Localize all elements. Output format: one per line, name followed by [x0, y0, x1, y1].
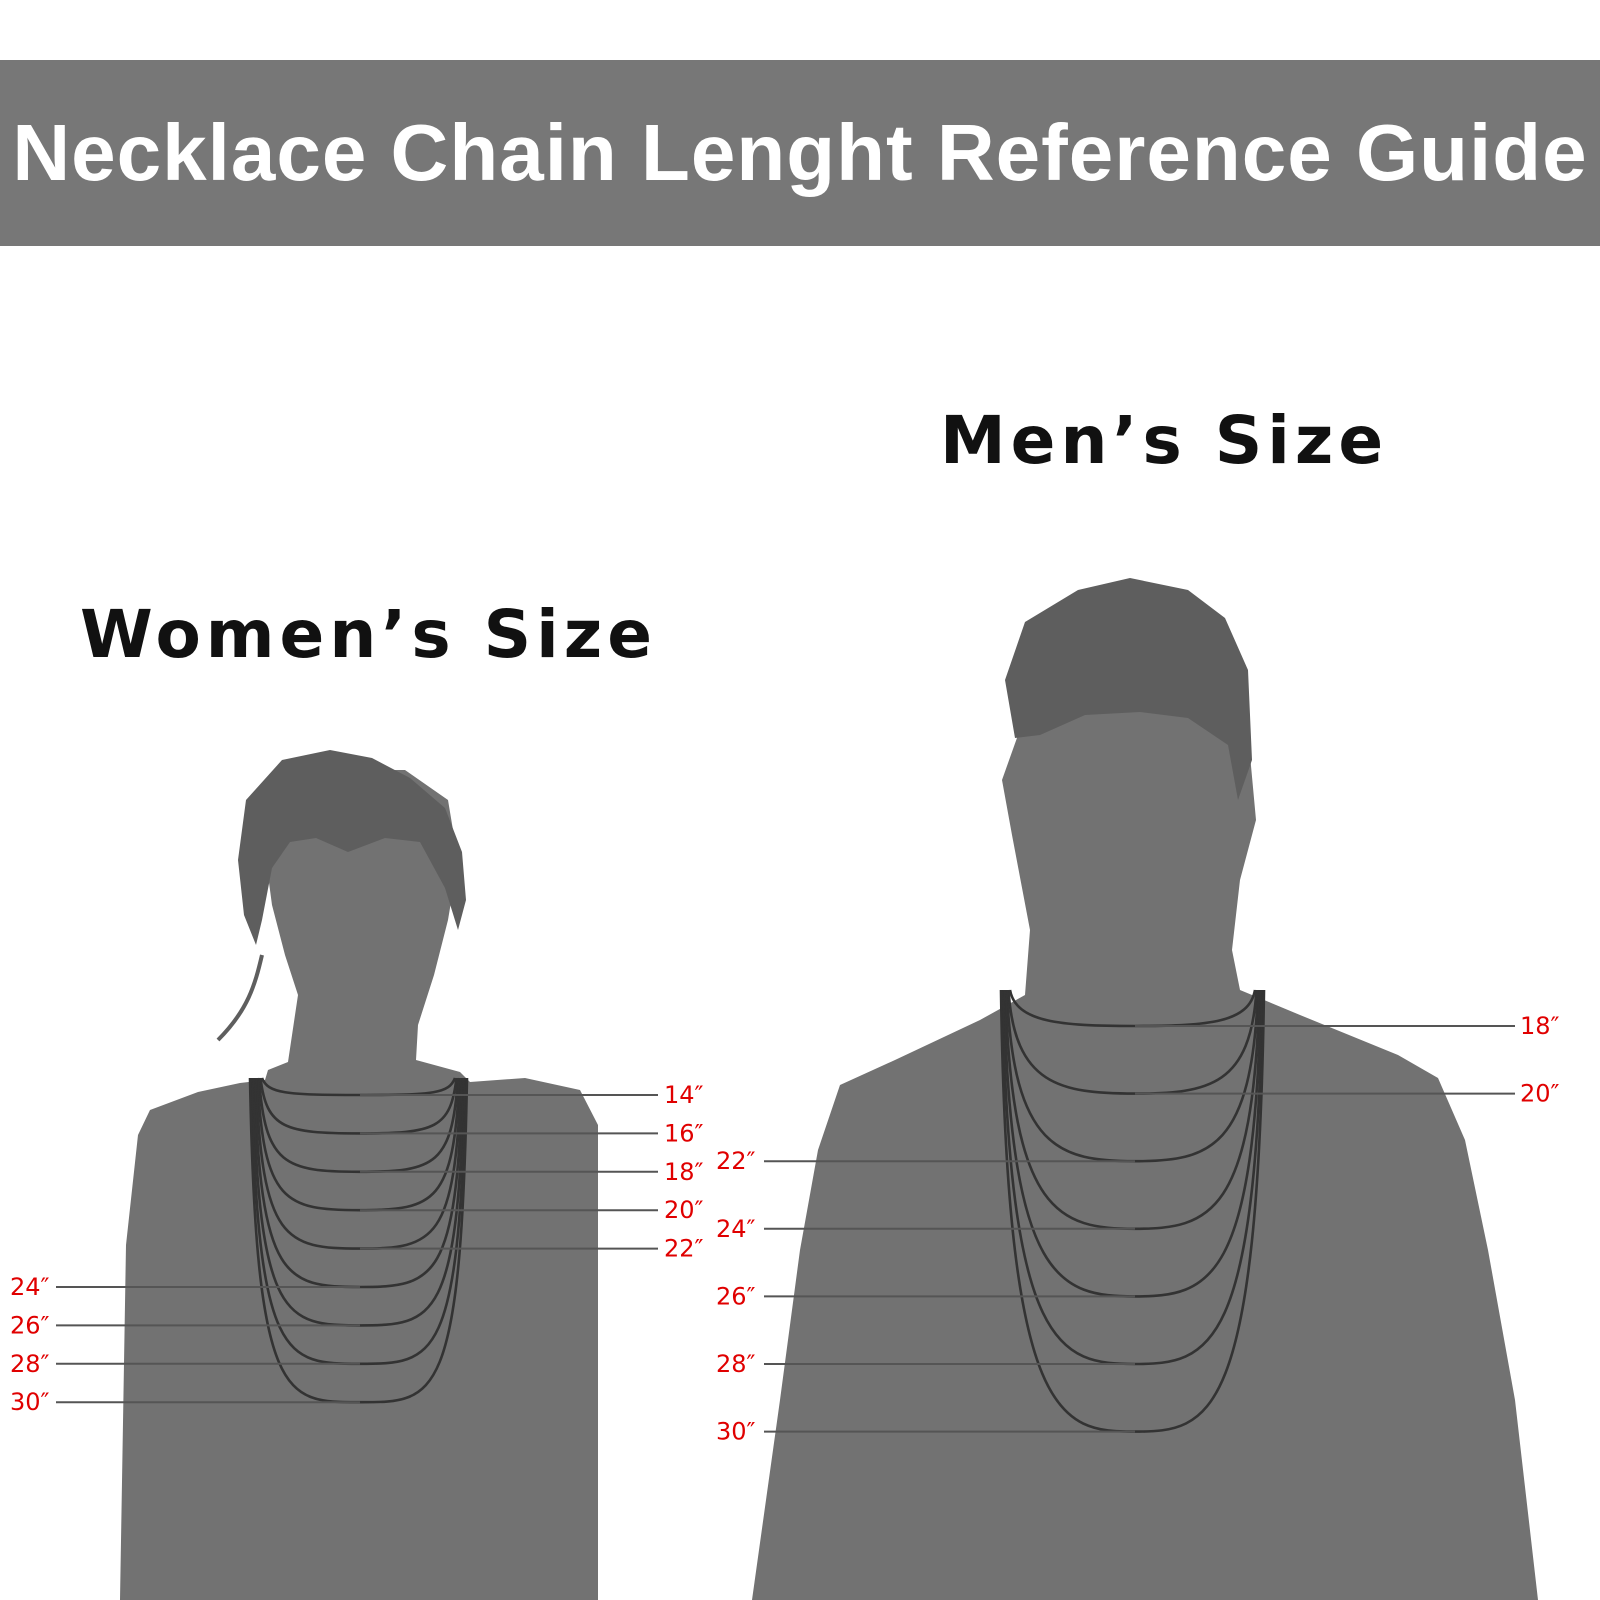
- woman-figure: [120, 750, 598, 1600]
- men-size-label-18: 18″: [1520, 1012, 1560, 1040]
- women-size-label-28: 28″: [10, 1350, 50, 1378]
- women-size-labels: 14″ 16″ 18″ 20″ 22″ 24″ 26″ 28″ 30″: [10, 1081, 704, 1416]
- mens-size-title: Men’s Size: [940, 402, 1389, 479]
- woman-hair: [238, 750, 466, 945]
- women-leader-lines: [56, 1094, 658, 1404]
- women-size-label-18: 18″: [664, 1158, 704, 1186]
- women-size-label-20: 20″: [664, 1196, 704, 1224]
- man-silhouette: [752, 690, 1538, 1600]
- womens-size-title: Women’s Size: [80, 596, 657, 673]
- women-size-label-26: 26″: [10, 1311, 50, 1339]
- men-size-label-24: 24″: [716, 1215, 756, 1243]
- men-size-label-30: 30″: [716, 1418, 756, 1446]
- man-figure: [752, 578, 1538, 1600]
- women-size-label-14: 14″: [664, 1081, 704, 1109]
- women-size-label-24: 24″: [10, 1273, 50, 1301]
- men-size-label-22: 22″: [716, 1147, 756, 1175]
- woman-hair-strand: [216, 954, 264, 1042]
- men-size-label-26: 26″: [716, 1282, 756, 1310]
- men-size-label-28: 28″: [716, 1350, 756, 1378]
- title-banner: Necklace Chain Lenght Reference Guide: [0, 60, 1600, 246]
- woman-silhouette: [120, 770, 598, 1600]
- page-title: Necklace Chain Lenght Reference Guide: [12, 108, 1588, 197]
- men-leader-lines: [764, 1025, 1515, 1433]
- women-chain-16: [259, 1077, 458, 1135]
- women-size-label-16: 16″: [664, 1119, 704, 1147]
- man-hair: [1005, 578, 1252, 800]
- women-size-label-30: 30″: [10, 1388, 50, 1416]
- women-size-label-22: 22″: [664, 1235, 704, 1263]
- men-size-label-20: 20″: [1520, 1080, 1560, 1108]
- men-size-labels: 18″ 20″ 22″ 24″ 26″ 28″ 30″: [716, 1012, 1560, 1446]
